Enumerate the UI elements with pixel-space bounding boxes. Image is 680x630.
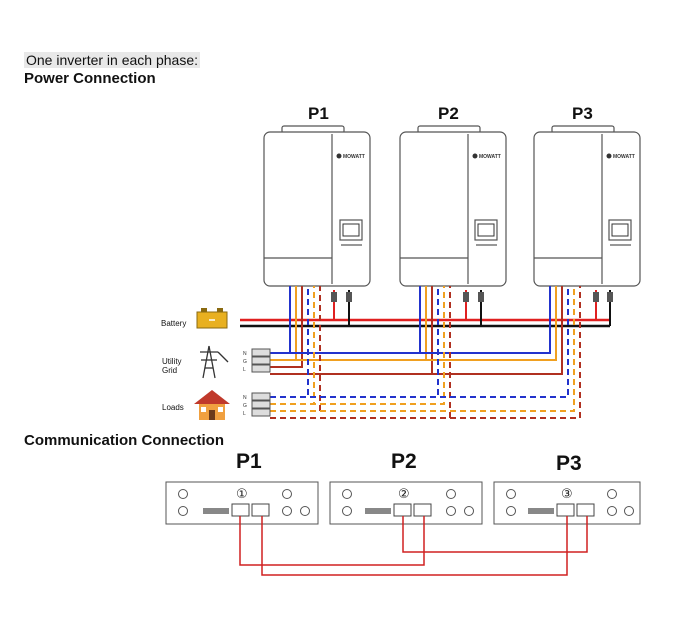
inverter-p2-brand: MOWATT [479, 154, 501, 160]
grid-terminal-g: G [243, 359, 247, 365]
grid-terminal-n: N [243, 351, 247, 357]
inverter-p3-brand: MOWATT [613, 154, 635, 160]
loads-label: Loads [162, 403, 184, 412]
inverter-label-p2: P2 [438, 104, 459, 123]
comm-label-p1: P1 [236, 450, 262, 473]
power-connection-title: Power Connection [24, 70, 156, 87]
utility-pylon-icon [200, 345, 229, 379]
comm-label-p3: P3 [556, 452, 582, 475]
comm-unit-p3-number: ③ [561, 487, 573, 502]
comm-unit-p2-number: ② [398, 487, 410, 502]
inverter-p2 [399, 125, 507, 287]
load-terminal-l: L [243, 411, 246, 417]
comm-unit-p1 [165, 481, 319, 525]
comm-unit-p2 [329, 481, 483, 525]
load-terminal-block [251, 392, 271, 417]
house-icon [194, 390, 230, 420]
battery-icon [196, 308, 228, 329]
intro-text: One inverter in each phase: [24, 52, 200, 68]
utility-grid-label-line1: Utility [162, 357, 182, 366]
communication-connection-title: Communication Connection [24, 432, 224, 449]
inverter-p1 [263, 125, 371, 287]
grid-wiring [270, 286, 563, 375]
comm-unit-p1-number: ① [236, 487, 248, 502]
grid-terminal-l: L [243, 367, 246, 373]
grid-terminal-block [251, 348, 271, 373]
comm-cables [239, 516, 588, 576]
battery-label: Battery [161, 319, 187, 328]
inverter-p1-brand: MOWATT [343, 154, 365, 160]
comm-label-p2: P2 [391, 450, 417, 473]
inverter-p3 [533, 125, 641, 287]
inverter-label-p3: P3 [572, 104, 593, 123]
load-terminal-g: G [243, 403, 247, 409]
inverter-label-p1: P1 [308, 104, 329, 123]
battery-breakers [331, 292, 613, 302]
load-wiring [270, 286, 581, 419]
utility-grid-label-line2: Grid [162, 366, 178, 375]
load-terminal-n: N [243, 395, 247, 401]
